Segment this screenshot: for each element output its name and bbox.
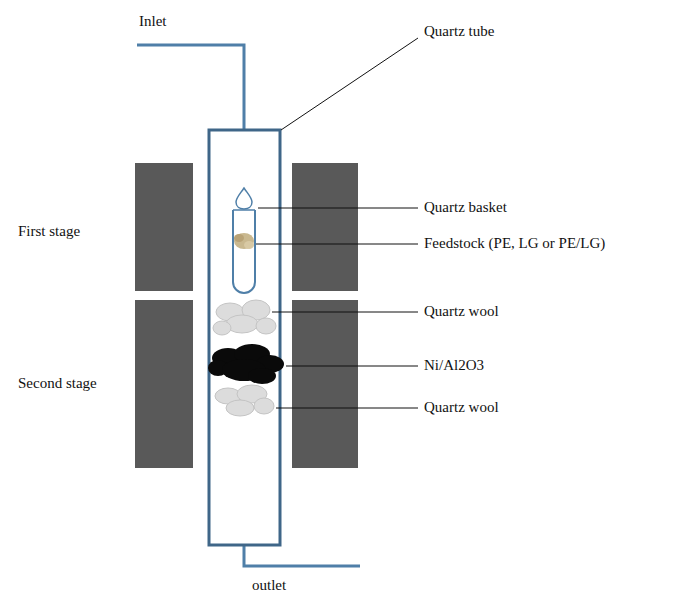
stage-label: First stage: [18, 223, 80, 240]
part-label: Quartz basket: [424, 199, 507, 216]
leader-lines: [256, 38, 418, 408]
part-label: Quartz wool: [424, 303, 499, 320]
quartz-wool: [215, 385, 274, 416]
quartz-basket-rim: [233, 209, 255, 211]
part-label: Quartz wool: [424, 399, 499, 416]
basket-hook: [236, 188, 252, 209]
quartz-tube: [209, 130, 280, 545]
furnace-block: [292, 163, 358, 291]
catalyst-bed: [208, 344, 284, 384]
furnace-block: [135, 300, 193, 468]
pipe-label: outlet: [252, 577, 286, 594]
pipe-label: Inlet: [139, 13, 167, 30]
quartz-basket: [233, 210, 255, 293]
furnace-block: [292, 300, 358, 468]
part-label: Feedstock (PE, LG or PE/LG): [424, 235, 605, 252]
part-label: Ni/Al2O3: [424, 357, 484, 374]
part-label: Quartz tube: [424, 23, 494, 40]
furnace-block: [135, 163, 193, 291]
outlet-pipe: [244, 545, 360, 566]
quartz-wool: [213, 300, 276, 335]
stage-label: Second stage: [18, 375, 97, 392]
feedstock: [234, 233, 254, 249]
